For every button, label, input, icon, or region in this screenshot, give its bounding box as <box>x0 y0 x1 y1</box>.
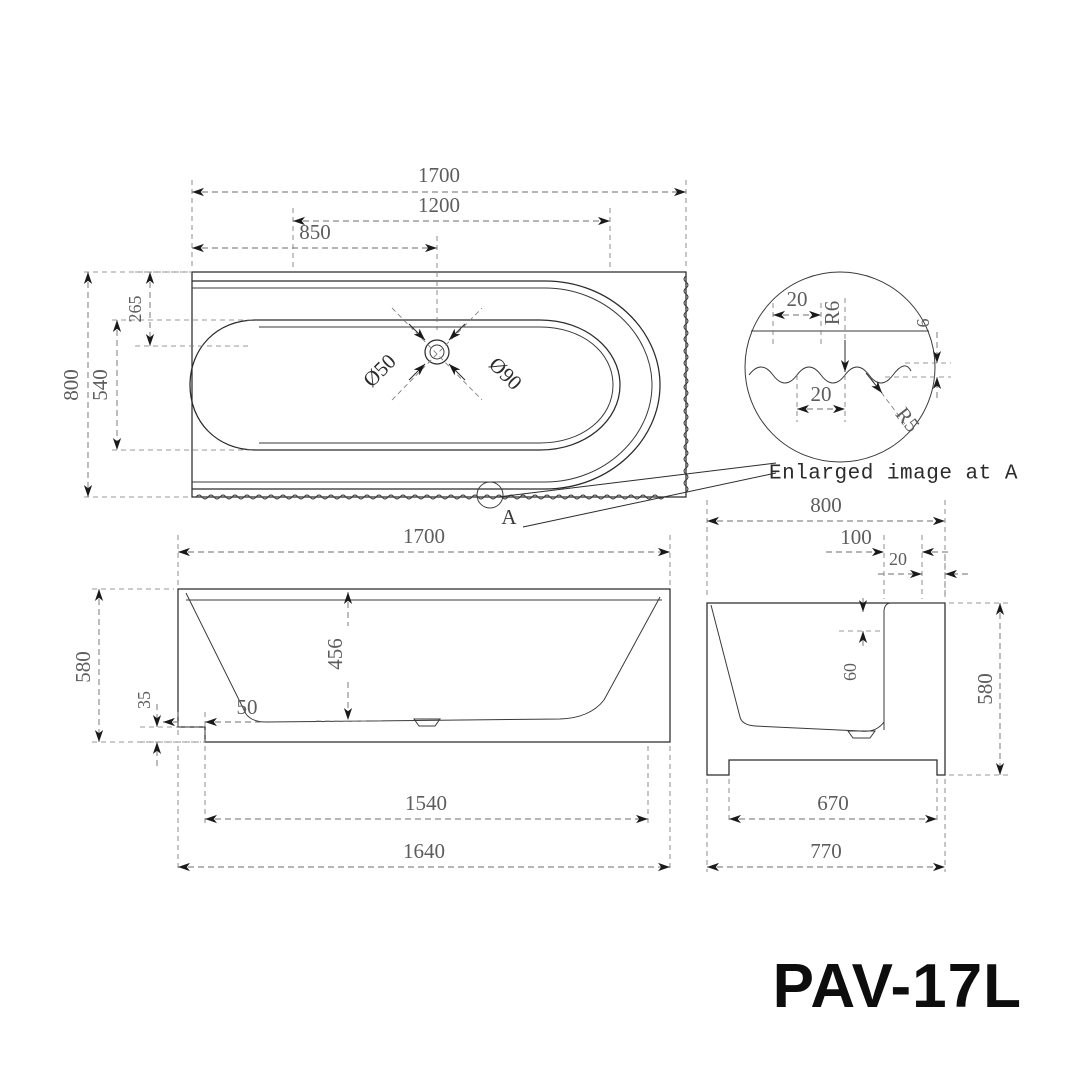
dim-sv-800: 800 <box>810 493 842 517</box>
dim-sv-20: 20 <box>889 549 907 569</box>
top-view-wavy-edge-right <box>683 275 689 493</box>
drain-arrow-4 <box>448 323 466 341</box>
dim-fv-456: 456 <box>323 638 347 670</box>
dim-540: 540 <box>88 369 112 401</box>
dim-det-r6: R6 <box>820 301 844 326</box>
drain-arrow-3 <box>408 323 426 341</box>
dim-1200: 1200 <box>418 193 460 217</box>
dim-265: 265 <box>125 296 145 323</box>
side-view-drain <box>847 730 876 739</box>
detail-a-leader-upper <box>497 462 777 498</box>
top-view-bowl <box>189 319 621 451</box>
top-view-rim-outer <box>192 280 661 490</box>
dim-fv-50: 50 <box>237 695 258 719</box>
dim-fv-580: 580 <box>71 651 95 683</box>
dim-sv-580: 580 <box>973 673 997 705</box>
side-view-left-wall <box>710 604 756 727</box>
front-view-left-wall <box>185 592 267 723</box>
dim-850: 850 <box>299 220 331 244</box>
dim-sv-60: 60 <box>840 663 860 681</box>
drain-arrow-1 <box>408 363 426 381</box>
top-view-outline <box>191 271 687 498</box>
enlarged-note: Enlarged image at A <box>769 463 1018 486</box>
dim-det-20-lower: 20 <box>811 382 832 406</box>
dim-800: 800 <box>59 369 83 401</box>
front-view-floor <box>265 596 661 723</box>
drain-leader-2 <box>391 307 483 401</box>
drain-inner-circle <box>429 344 445 360</box>
top-view-rim-inner-offset <box>192 287 653 483</box>
model-number-label: PAV-17L <box>772 952 1022 1021</box>
front-view-drain <box>413 718 441 727</box>
front-view-group: 1700 580 456 35 50 1540 1640 <box>71 524 671 872</box>
dim-det-r5: R5 <box>891 403 925 437</box>
waste-dia-label: Ø50 <box>358 349 401 392</box>
dim-det-20-upper: 20 <box>787 287 808 311</box>
detail-a-boundary <box>744 271 936 463</box>
side-view-floor <box>754 721 885 732</box>
overflow-dia-label: Ø90 <box>484 352 527 395</box>
dim-1700-top: 1700 <box>418 163 460 187</box>
dim-sv-770: 770 <box>810 839 842 863</box>
side-view-right-rim <box>883 602 945 730</box>
drain-outer-circle <box>424 339 450 365</box>
dim-sv-100: 100 <box>840 525 872 549</box>
detail-a-mark: A <box>501 505 517 529</box>
drain-arrow-2 <box>448 363 466 381</box>
top-view-wavy-edge <box>195 494 665 500</box>
dim-fv-1640: 1640 <box>403 839 445 863</box>
dim-fv-1540: 1540 <box>405 791 447 815</box>
detail-a-circle <box>476 481 504 509</box>
side-view-group: 800 100 20 60 580 670 770 <box>706 493 1012 872</box>
dim-fv-1700: 1700 <box>403 524 445 548</box>
detail-a-group: 20 R6 20 R5 6 Enlarged image at A <box>744 271 1018 486</box>
detail-a-leader-lower <box>522 472 777 528</box>
dim-fv-35: 35 <box>134 691 154 709</box>
dim-det-6: 6 <box>913 319 933 328</box>
side-view-outline <box>706 602 946 776</box>
top-view-group: Ø50 Ø90 A 1700 1200 850 800 540 265 <box>59 163 777 529</box>
top-view-bowl-inner-offset <box>259 326 614 444</box>
arrow-det-r5 <box>865 372 883 394</box>
dim-sv-670: 670 <box>817 791 849 815</box>
detail-a-wave-profile <box>748 365 912 384</box>
